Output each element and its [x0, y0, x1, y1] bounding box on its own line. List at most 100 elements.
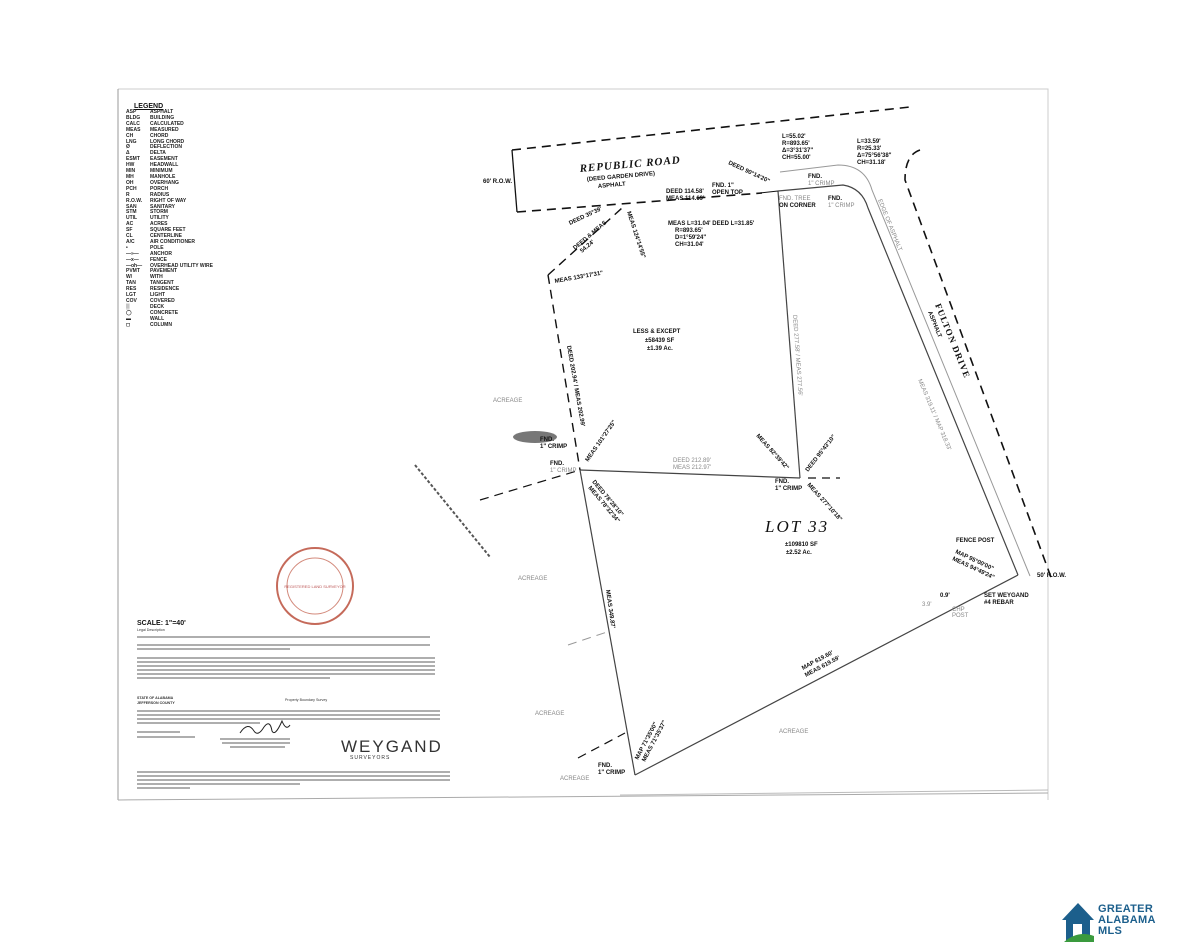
- svg-text:REGISTERED LAND SURVEYOR: REGISTERED LAND SURVEYOR: [284, 584, 345, 589]
- legend-item: ◯CONCRETE: [126, 309, 236, 317]
- legend-item: R.O.W.RIGHT OF WAY: [126, 197, 236, 205]
- fnd-crimp-b-2: 1" CRIMP: [828, 203, 854, 209]
- legend-label: DEFLECTION: [150, 144, 182, 151]
- legend-abbr: ASP: [126, 109, 137, 115]
- sheet-bottom-edge: [117, 792, 1049, 801]
- legend-abbr: MIN: [126, 168, 136, 175]
- republic-road-label: REPUBLIC ROAD: [578, 154, 681, 175]
- lot-boundary-mid: [579, 469, 801, 479]
- legend-label: MINIMUM: [150, 168, 173, 175]
- less-except-label: LESS & EXCEPT: [633, 329, 681, 335]
- fulton-meas-label: MEAS 319.11' / MAP 318.33': [916, 378, 952, 451]
- curve-2-data: L=33.59' R=25.33' Δ=75°56'38" CH=31.18': [857, 139, 892, 166]
- deed-11458-label: DEED 114.58': [666, 189, 704, 195]
- surveyor-signature: [239, 719, 291, 734]
- legend-label: OVERHEAD UTILITY WIRE: [150, 262, 213, 269]
- legend-label: UTILITY: [150, 215, 169, 222]
- offset-09: 0.9': [940, 593, 950, 599]
- legend-abbr: —x—: [126, 256, 139, 263]
- legend-abbr: CH: [126, 132, 134, 139]
- legend-item: —oh— OVERHEAD UTILITY WIRE: [126, 262, 236, 270]
- lot-sf: ±109810 SF: [785, 542, 818, 548]
- svg-text:Δ=75°56'38": Δ=75°56'38": [857, 153, 892, 159]
- deed-east-label: DEED 277.58' / MEAS 277.56': [791, 315, 803, 396]
- acreage-label-1: ACREAGE: [493, 398, 522, 404]
- fence-post-label: FENCE POST: [956, 538, 995, 544]
- legend-abbr: ▬: [126, 315, 131, 322]
- legend-item: LGT LIGHT: [126, 292, 236, 299]
- legend-label: PORCH: [150, 185, 169, 192]
- legend-label: CONCRETE: [150, 309, 179, 316]
- legend-abbr: CL: [126, 233, 133, 240]
- logo-line-2: ALABAMA: [1098, 914, 1156, 926]
- legend-label: COLUMN: [150, 321, 172, 328]
- fnd-crimp-c: FND.: [540, 437, 554, 443]
- legend-label: COVERED: [150, 298, 175, 304]
- county-label: JEFFERSON COUNTY: [137, 701, 175, 705]
- svg-text:CH=55.00': CH=55.00': [782, 155, 811, 161]
- legend-label: LIGHT: [150, 292, 165, 299]
- legend-label: OVERHANG: [150, 179, 179, 186]
- republic-deed-label: (DEED GARDEN DRIVE): [587, 171, 656, 183]
- legend-label: LONG CHORD: [150, 138, 185, 145]
- deed-95-label: DEED 95°43'10": [805, 434, 838, 473]
- legal-description-text: [137, 636, 435, 679]
- fnd-crimp-f: FND.: [598, 763, 612, 769]
- deed-west-label: DEED 202.94' / MEAS 202.99': [565, 345, 585, 427]
- scale-label: SCALE: 1"=40': [137, 620, 186, 627]
- legend-abbr: R.O.W.: [126, 197, 143, 204]
- svg-text:L=55.02': L=55.02': [782, 134, 806, 140]
- meas-101-label: MEAS 101°27'25": [585, 419, 618, 463]
- legend-title: LEGEND: [134, 103, 164, 110]
- fnd-tree: FND. TREE: [779, 196, 811, 202]
- legend-item: W/WITH: [126, 274, 236, 281]
- less-ac: ±1.39 Ac.: [647, 346, 673, 352]
- curve-3-meas: MEAS L=31.04' DEED L=31.85': [668, 221, 755, 227]
- legend-abbr: LNG: [126, 138, 137, 145]
- legend-abbr: LGT: [126, 292, 136, 299]
- legend-abbr: COV: [126, 298, 137, 304]
- edge-of-asphalt: [779, 164, 1031, 577]
- lot-ac: ±2.52 Ac.: [786, 550, 812, 556]
- weygand-logo: WEYGAND: [341, 737, 443, 756]
- lot-boundary-east: [777, 184, 1019, 576]
- legend-abbr: —oh—: [126, 262, 143, 269]
- curve-3-data: R=893.65' D=1°59'24" CH=31.04': [675, 228, 706, 248]
- certification-text: [137, 710, 450, 789]
- house-icon: [1062, 903, 1094, 942]
- survey-title: Property Boundary Survey: [285, 698, 327, 702]
- fnd-crimp-c-2: 1" CRIMP: [540, 444, 567, 450]
- fnd-crimp-f-2: 1" CRIMP: [598, 770, 625, 776]
- fnd-open-top-label: FND. 1": [712, 183, 734, 189]
- logo-line-3: MLS: [1098, 925, 1123, 937]
- less-sf: ±58439 SF: [645, 338, 675, 344]
- chp-post-2: POST: [952, 613, 969, 619]
- mid-line-deed: DEED 212.89': [673, 458, 711, 464]
- deed-3539-label: DEED 35°39': [568, 206, 603, 227]
- lot-33-label: LOT 33: [764, 517, 829, 536]
- legend-label: EASEMENT: [150, 156, 178, 163]
- chp-post: CHP: [952, 607, 965, 613]
- greater-alabama-mls-logo: GREATER ALABAMA MLS: [1060, 900, 1179, 944]
- logo-line-1: GREATER: [1098, 903, 1154, 915]
- svg-text:CH=31.04': CH=31.04': [675, 242, 704, 248]
- legend-label: CENTERLINE: [150, 233, 182, 240]
- adjoining-line-west: [479, 469, 581, 501]
- legend-item: MIN MINIMUM: [126, 168, 236, 175]
- redaction-smudge: [513, 431, 557, 443]
- legend-abbr: PVMT: [126, 268, 140, 275]
- legend-abbr: ▒: [126, 303, 130, 310]
- curve-1-data: L=55.02' R=893.65' Δ=3°31'37" CH=55.00': [782, 134, 813, 161]
